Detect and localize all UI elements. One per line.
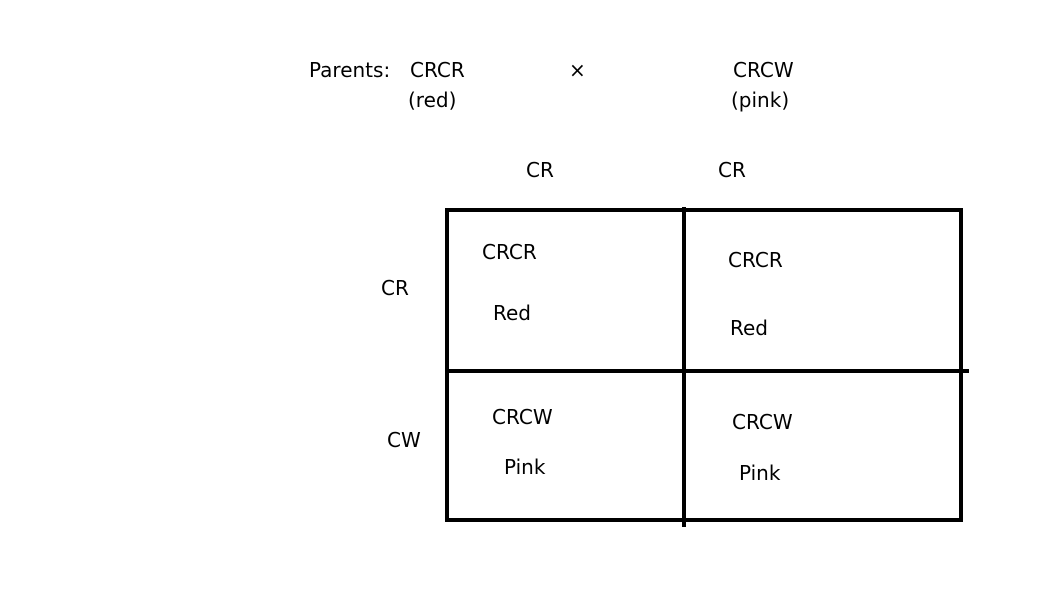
cell-2-2-genotype: CRCW [732,410,793,434]
row-header-1: CR [381,276,409,300]
grid-right-border [959,208,963,522]
cell-1-2-genotype: CRCR [728,248,783,272]
column-header-1: CR [526,158,554,182]
parent1-phenotype: (red) [408,88,457,112]
row-header-2: CW [387,428,421,452]
cell-1-2-phenotype: Red [730,316,768,340]
grid-middle-vertical [682,207,686,527]
grid-bottom-border [445,518,963,522]
cross-symbol: × [569,58,586,82]
parent1-genotype: CRCR [410,58,465,82]
cell-2-2-phenotype: Pink [739,461,781,485]
cell-2-1-genotype: CRCW [492,405,553,429]
cell-2-1-phenotype: Pink [504,455,546,479]
parent2-genotype: CRCW [733,58,794,82]
parent2-phenotype: (pink) [731,88,790,112]
cell-1-1-phenotype: Red [493,301,531,325]
grid-middle-horizontal [445,369,969,373]
grid-left-border [445,208,449,522]
cell-1-1-genotype: CRCR [482,240,537,264]
grid-top-border [445,208,963,212]
parents-label: Parents: [309,58,391,82]
column-header-2: CR [718,158,746,182]
